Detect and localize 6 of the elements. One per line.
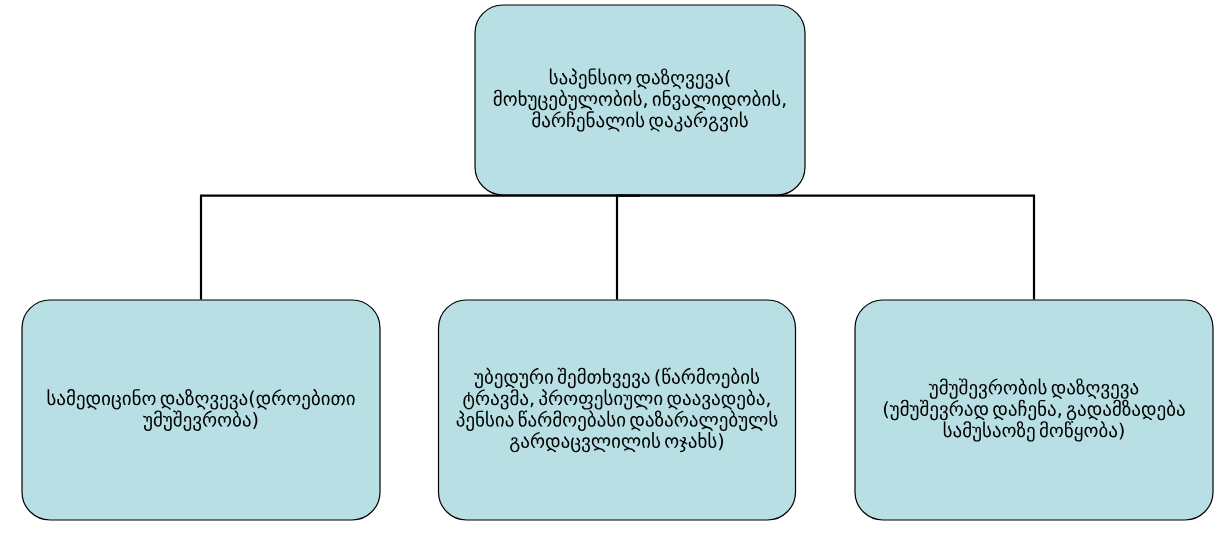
- rounded-box: სამედიცინო დაზღვევა(დროებითი უმუშევრობა): [21, 299, 381, 521]
- rounded-box: უმუშევრობის დაზღვევა (უმუშევრად დაჩენა, გადამზადება სამუსაოზე მოწყობა): [854, 299, 1214, 521]
- connector-line: [615, 194, 640, 300]
- connector-line: [640, 194, 1036, 300]
- rounded-box: უბედური შემთხვევა (წარმოების ტრავმა, პროფესიული დაავადება, პენსია წარმოებასი დაზარალებულს გარდაცვლილის ოჯახს): [437, 299, 797, 521]
- rounded-box: საპენსიო დაზღვევა( მოხუცებულობის, ინვალიდობის, მარჩენალის დაკარგვის: [474, 4, 806, 196]
